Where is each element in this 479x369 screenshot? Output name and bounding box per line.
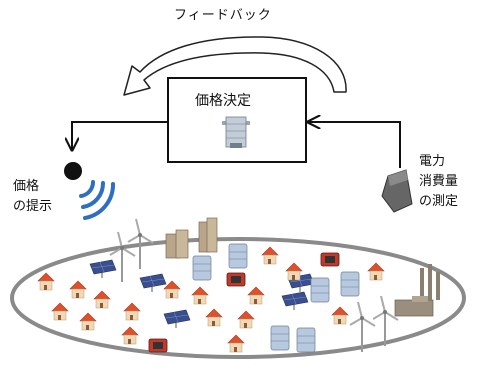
measurement-arrow (308, 122, 401, 168)
price-decision-label: 価格決定 (195, 93, 251, 109)
price-presentation-label: 価格 の提示 (13, 177, 52, 217)
feedback-label: フィードバック (174, 8, 272, 23)
price-presentation-line-1: 価格 (13, 179, 40, 194)
office-building-icon (192, 255, 212, 281)
office-building-icon (270, 325, 290, 351)
community-area (10, 237, 466, 359)
power-measurement-line-1: 電力 (419, 154, 446, 169)
highrise-building-icon (165, 217, 218, 259)
factory-icon (394, 264, 440, 317)
power-measurement-label: 電力 消費量 の測定 (419, 152, 458, 212)
generator-icon (148, 338, 168, 353)
office-building-icon (296, 327, 316, 353)
power-measurement-line-2: 消費量 (419, 174, 459, 189)
office-building-icon (310, 277, 330, 303)
office-building-icon (340, 271, 360, 297)
power-measurement-line-3: の測定 (419, 194, 459, 209)
price-signal-arrow (72, 121, 168, 150)
power-meter-icon (381, 169, 413, 213)
tower-building-icon (222, 116, 250, 148)
signal-emitter-icon (64, 162, 116, 220)
generator-icon (320, 252, 340, 267)
feedback-arrow-icon (123, 36, 347, 96)
price-presentation-line-2: の提示 (13, 199, 53, 214)
office-building-icon (228, 243, 248, 269)
generator-icon (226, 272, 246, 287)
